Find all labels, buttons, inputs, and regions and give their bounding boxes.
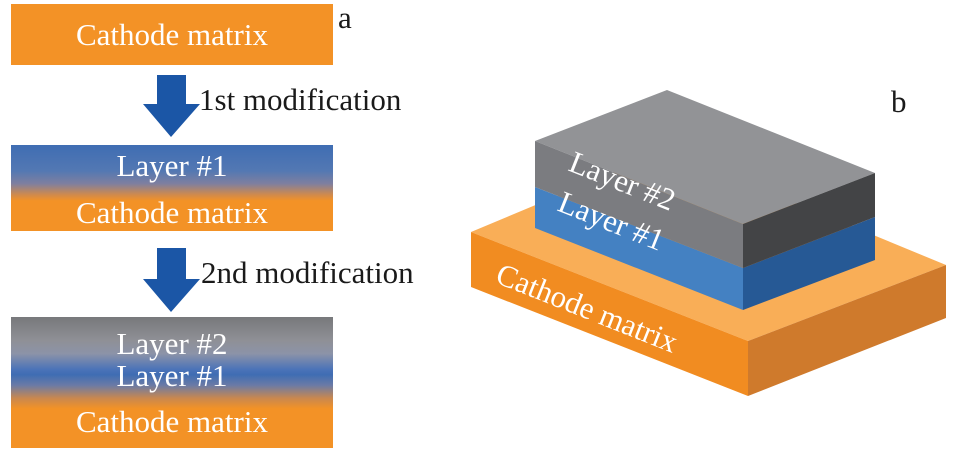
step3-box: Layer #2 Layer #1 Cathode matrix [11, 317, 333, 448]
layer2-right-face [743, 173, 875, 268]
step2-cathode-label: Cathode matrix [76, 195, 268, 230]
panel-b-letter: b [891, 84, 907, 119]
first-modification-label: 1st modification [199, 82, 402, 117]
base-front-face [471, 232, 748, 396]
arrow-down-icon [143, 75, 200, 137]
base-right-face [748, 265, 946, 396]
layer1-front-face [535, 187, 743, 310]
step3-layer2-label: Layer #2 [116, 326, 228, 361]
second-modification-label: 2nd modification [201, 255, 414, 290]
step1-cathode-label: Cathode matrix [76, 16, 268, 52]
layer1-right-face [743, 217, 875, 310]
step2-layer1-label: Layer #1 [116, 148, 228, 183]
layer2-top-face [535, 90, 875, 224]
step1-box: Cathode matrix [11, 4, 333, 65]
arrow-down-icon [143, 248, 200, 312]
step3-layer1-label: Layer #1 [116, 358, 228, 393]
step3-cathode-label: Cathode matrix [76, 404, 268, 439]
step2-box: Layer #1 Cathode matrix [11, 145, 333, 231]
layer2-front-face [535, 141, 743, 268]
panel-a-letter: a [338, 0, 352, 35]
